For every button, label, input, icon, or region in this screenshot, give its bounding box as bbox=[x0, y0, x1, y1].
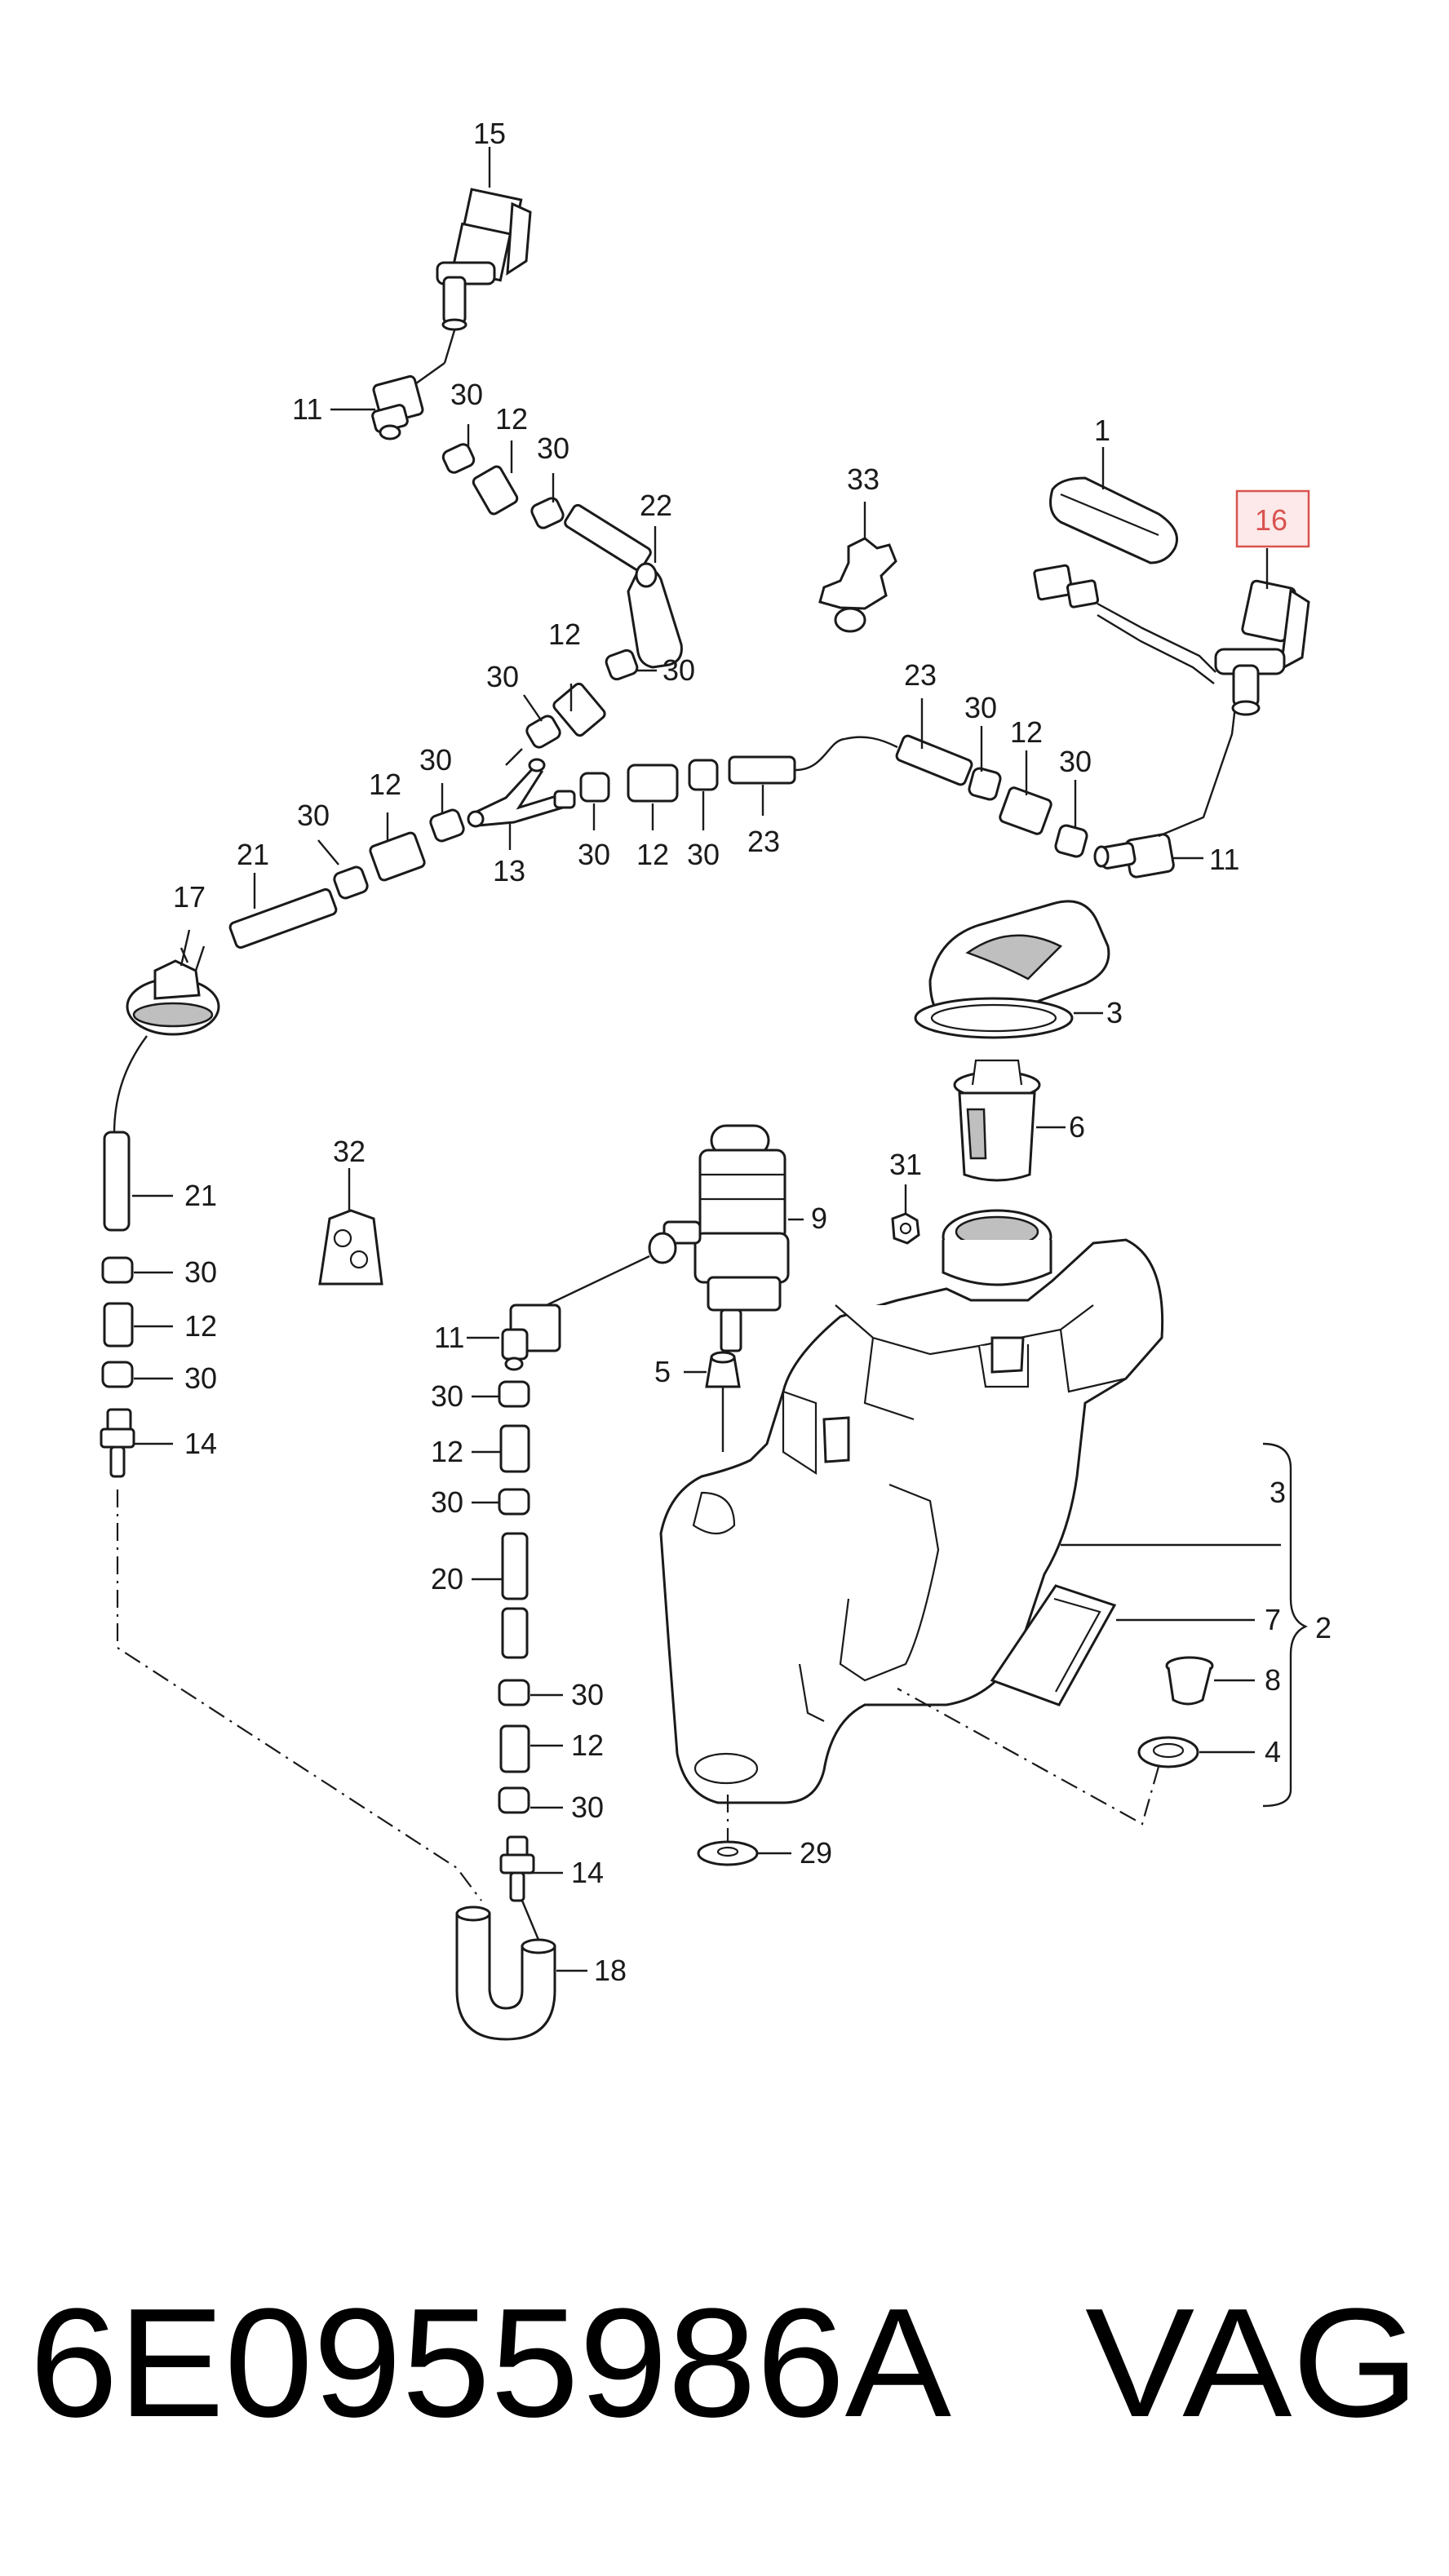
label-30-j: 30 bbox=[1059, 745, 1092, 778]
label-30-a: 30 bbox=[450, 378, 483, 411]
label-30-b: 30 bbox=[537, 432, 569, 465]
washer-pump-9 bbox=[546, 1124, 804, 1352]
label-14-a: 14 bbox=[184, 1427, 217, 1460]
label-1: 1 bbox=[1094, 414, 1110, 447]
leaders-upper bbox=[467, 424, 657, 722]
label-15: 15 bbox=[473, 117, 506, 150]
label-29: 29 bbox=[800, 1836, 832, 1870]
filler-cap-3 bbox=[914, 900, 1110, 1039]
label-16: 16 bbox=[1255, 503, 1287, 537]
callout-labels: 15 11 30 12 30 22 12 30 30 12 30 30 13 3… bbox=[173, 117, 1332, 1987]
label-5: 5 bbox=[654, 1355, 671, 1388]
label-30-e: 30 bbox=[419, 743, 452, 777]
strainer-6 bbox=[953, 1059, 1066, 1182]
label-30-f: 30 bbox=[297, 799, 330, 832]
hose-run-right-middle bbox=[579, 736, 898, 830]
part-number: 6E0955986A bbox=[29, 2277, 951, 2450]
center-stack bbox=[467, 1303, 563, 1902]
left-vertical-fittings bbox=[100, 1256, 173, 1478]
label-30-o: 30 bbox=[571, 1678, 604, 1711]
washer-jet-17 bbox=[113, 929, 220, 1135]
label-12-f: 12 bbox=[184, 1309, 217, 1343]
label-30-c: 30 bbox=[662, 653, 695, 687]
label-32: 32 bbox=[333, 1135, 366, 1168]
dash-line-left bbox=[116, 1489, 482, 1901]
brace-2 bbox=[1262, 1442, 1308, 1808]
nozzle-with-harness-16 bbox=[1033, 548, 1310, 716]
label-11-top: 11 bbox=[292, 392, 322, 426]
hose-elbow-18 bbox=[455, 1900, 587, 2041]
label-30-k: 30 bbox=[184, 1255, 217, 1289]
label-30-p: 30 bbox=[571, 1790, 604, 1824]
label-30-l: 30 bbox=[184, 1361, 217, 1395]
t-piece-13 bbox=[467, 758, 576, 850]
washer-29 bbox=[697, 1795, 791, 1866]
label-18: 18 bbox=[594, 1954, 627, 1987]
label-30-m: 30 bbox=[431, 1379, 463, 1413]
grommet-5 bbox=[684, 1351, 741, 1452]
hose-run-upper bbox=[441, 443, 683, 766]
plug-8 bbox=[1165, 1656, 1255, 1706]
label-14-b: 14 bbox=[571, 1856, 604, 1889]
label-17: 17 bbox=[173, 880, 206, 914]
angle-connector-11-right bbox=[1093, 699, 1238, 879]
label-12-d: 12 bbox=[636, 838, 669, 871]
label-12-g: 12 bbox=[431, 1435, 463, 1468]
label-7: 7 bbox=[1265, 1603, 1281, 1636]
label-4: 4 bbox=[1265, 1735, 1281, 1768]
retaining-clip-33 bbox=[818, 502, 897, 633]
label-8: 8 bbox=[1265, 1663, 1281, 1697]
label-11-center: 11 bbox=[434, 1321, 464, 1354]
pad-7 bbox=[990, 1584, 1255, 1706]
label-2: 2 bbox=[1315, 1611, 1332, 1644]
label-21-a: 21 bbox=[237, 838, 269, 871]
hose-21-left bbox=[103, 1131, 173, 1232]
label-22: 22 bbox=[640, 489, 672, 522]
washer-nozzle-15 bbox=[415, 147, 532, 384]
grommet-4 bbox=[897, 1688, 1255, 1826]
label-30-g: 30 bbox=[578, 838, 610, 871]
label-30-i: 30 bbox=[964, 691, 997, 724]
label-6: 6 bbox=[1069, 1110, 1085, 1144]
label-23-b: 23 bbox=[904, 658, 937, 692]
highlight-box-16 bbox=[1235, 489, 1310, 548]
label-30-d: 30 bbox=[486, 660, 519, 693]
label-12-b: 12 bbox=[548, 617, 581, 651]
label-12-h: 12 bbox=[571, 1728, 604, 1762]
label-13: 13 bbox=[493, 854, 525, 887]
angle-connector-11-top bbox=[330, 374, 424, 440]
label-31: 31 bbox=[889, 1148, 922, 1181]
label-30-h: 30 bbox=[687, 838, 720, 871]
footer: 6E0955986A VAG bbox=[29, 2277, 1420, 2450]
label-3-a: 3 bbox=[1106, 996, 1123, 1029]
label-11-right: 11 bbox=[1209, 843, 1239, 876]
label-30-n: 30 bbox=[431, 1485, 463, 1519]
label-12-a: 12 bbox=[495, 402, 528, 436]
label-3-b: 3 bbox=[1270, 1476, 1286, 1509]
label-21-b: 21 bbox=[184, 1179, 217, 1212]
hose-run-right-lower bbox=[895, 698, 1088, 858]
label-23-a: 23 bbox=[747, 825, 780, 858]
label-9: 9 bbox=[811, 1202, 827, 1235]
label-33: 33 bbox=[847, 463, 880, 496]
brand: VAG bbox=[1085, 2277, 1420, 2450]
cover-cap-1 bbox=[1049, 447, 1178, 564]
washer-reservoir bbox=[659, 1209, 1281, 1804]
nut-31 bbox=[891, 1184, 920, 1245]
label-12-e: 12 bbox=[1010, 715, 1043, 749]
label-20: 20 bbox=[431, 1562, 463, 1596]
label-12-c: 12 bbox=[369, 768, 401, 801]
hose-run-left-middle bbox=[228, 783, 465, 949]
bracket-32 bbox=[318, 1168, 383, 1286]
